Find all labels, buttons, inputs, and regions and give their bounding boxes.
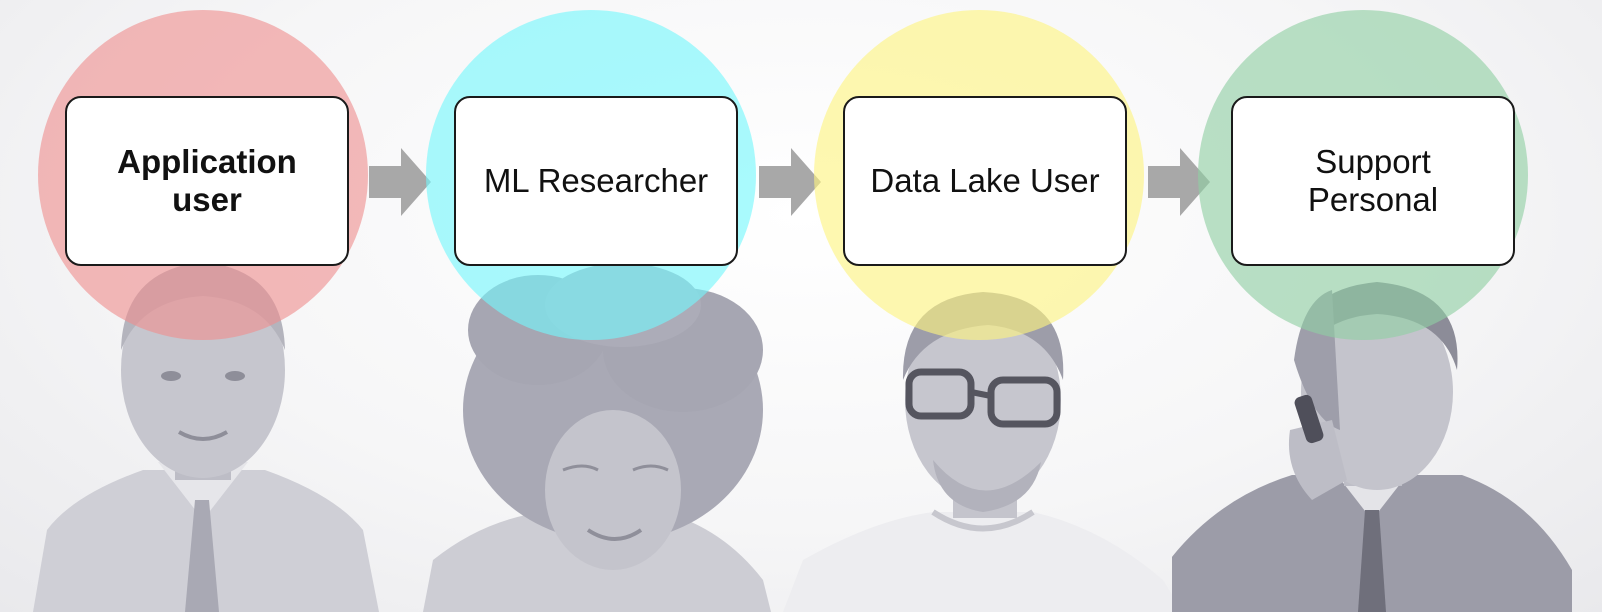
application-user-box: Application user	[65, 96, 349, 266]
support-personal-label: Support Personal	[1307, 143, 1439, 218]
data-lake-user-box: Data Lake User	[843, 96, 1127, 266]
persona-data-lake-user: Data Lake User	[783, 0, 1183, 612]
persona-application-user: Application user	[3, 0, 403, 612]
persona-ml-researcher: ML Researcher	[393, 0, 793, 612]
data-lake-user-photo	[783, 292, 1183, 612]
support-personal-box: Support Personal	[1231, 96, 1515, 266]
ml-researcher-box: ML Researcher	[454, 96, 738, 266]
data-lake-user-label: Data Lake User	[870, 162, 1100, 199]
persona-support-personal: Support Personal	[1172, 0, 1572, 612]
application-user-label: Application user	[117, 143, 297, 218]
ml-researcher-label: ML Researcher	[483, 162, 709, 199]
right-arrow-icon	[1148, 148, 1210, 216]
right-arrow-icon	[369, 148, 431, 216]
right-arrow-icon	[759, 148, 821, 216]
